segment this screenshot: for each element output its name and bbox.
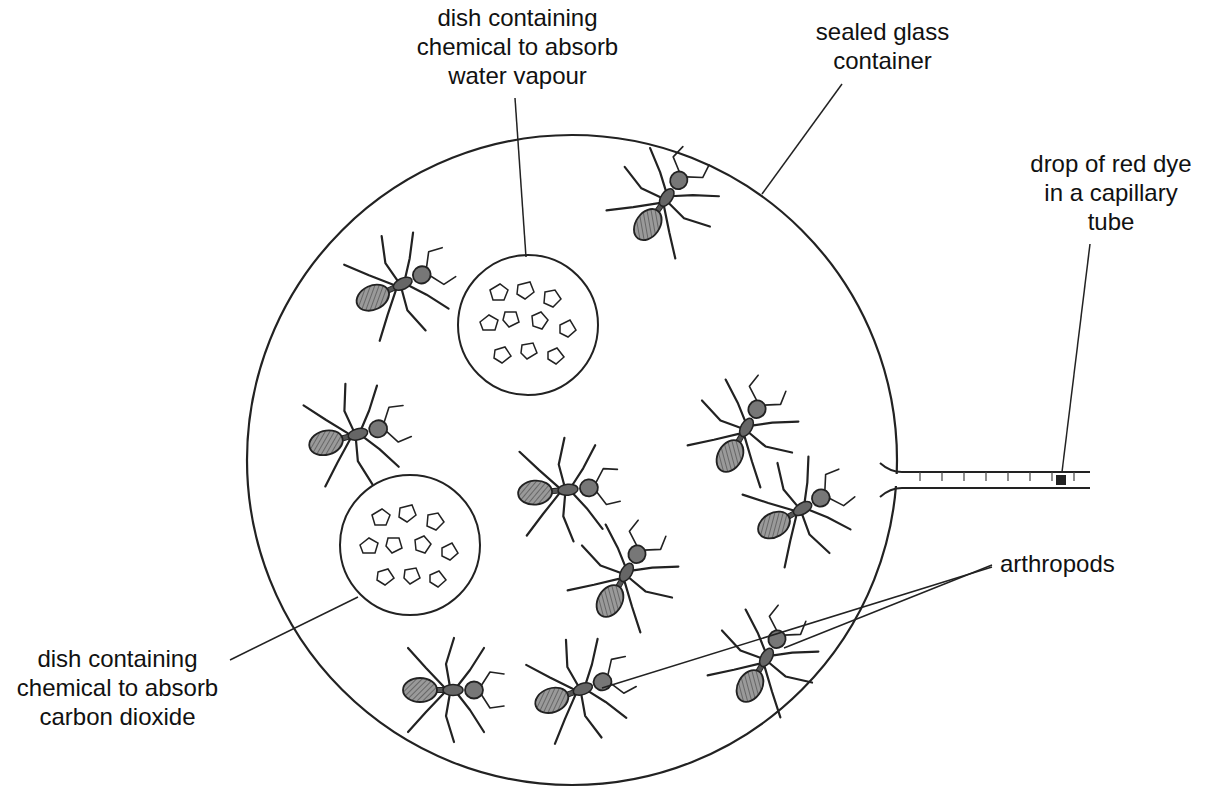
arthropod (296, 371, 420, 498)
chemical-granules (360, 282, 576, 587)
arthropod (676, 357, 817, 496)
arthropod (595, 126, 738, 268)
callout-label: dish containing chemical to absorb water… (410, 4, 625, 90)
water-dish (458, 255, 598, 395)
arthropods (296, 126, 873, 755)
callout-label: dish containing chemical to absorb carbo… (10, 645, 225, 731)
arthropod (518, 623, 648, 755)
arthropod (696, 587, 837, 726)
glass-container (247, 135, 897, 785)
arthropod (335, 215, 470, 352)
arthropod (403, 638, 504, 742)
co2-dish (340, 475, 480, 615)
callout-label: sealed glass container (800, 18, 965, 76)
arthropod (556, 502, 697, 641)
arthropod (733, 438, 872, 579)
callout-label: arthropods (1000, 550, 1115, 579)
callout-label: drop of red dye in a capillary tube (1022, 150, 1200, 236)
tube-opening (886, 474, 902, 486)
dye-drop (1056, 475, 1066, 485)
capillary-tube (880, 463, 1090, 497)
leader-lines (230, 84, 1090, 688)
tube-scale (920, 472, 1074, 481)
